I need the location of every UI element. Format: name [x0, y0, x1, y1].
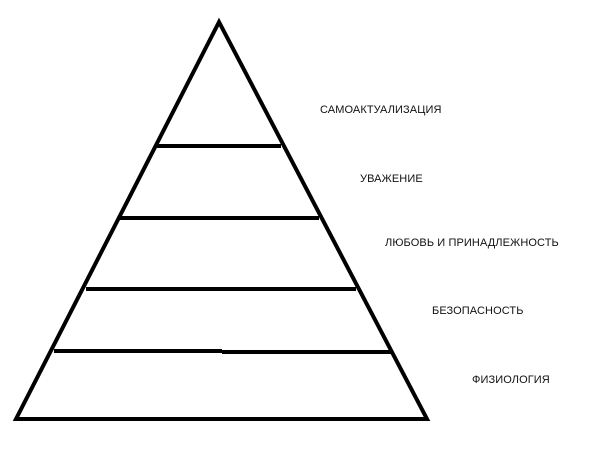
level-label-safety: БЕЗОПАСНОСТЬ: [432, 305, 524, 317]
level-label-self-actualization: САМОАКТУАЛИЗАЦИЯ: [320, 104, 442, 116]
level-label-love-belonging: ЛЮБОВЬ И ПРИНАДЛЕЖНОСТЬ: [385, 237, 559, 249]
level-label-esteem: УВАЖЕНИЕ: [360, 173, 423, 185]
pyramid-outline: [12, 17, 431, 421]
level-label-physiology: ФИЗИОЛОГИЯ: [472, 374, 550, 386]
